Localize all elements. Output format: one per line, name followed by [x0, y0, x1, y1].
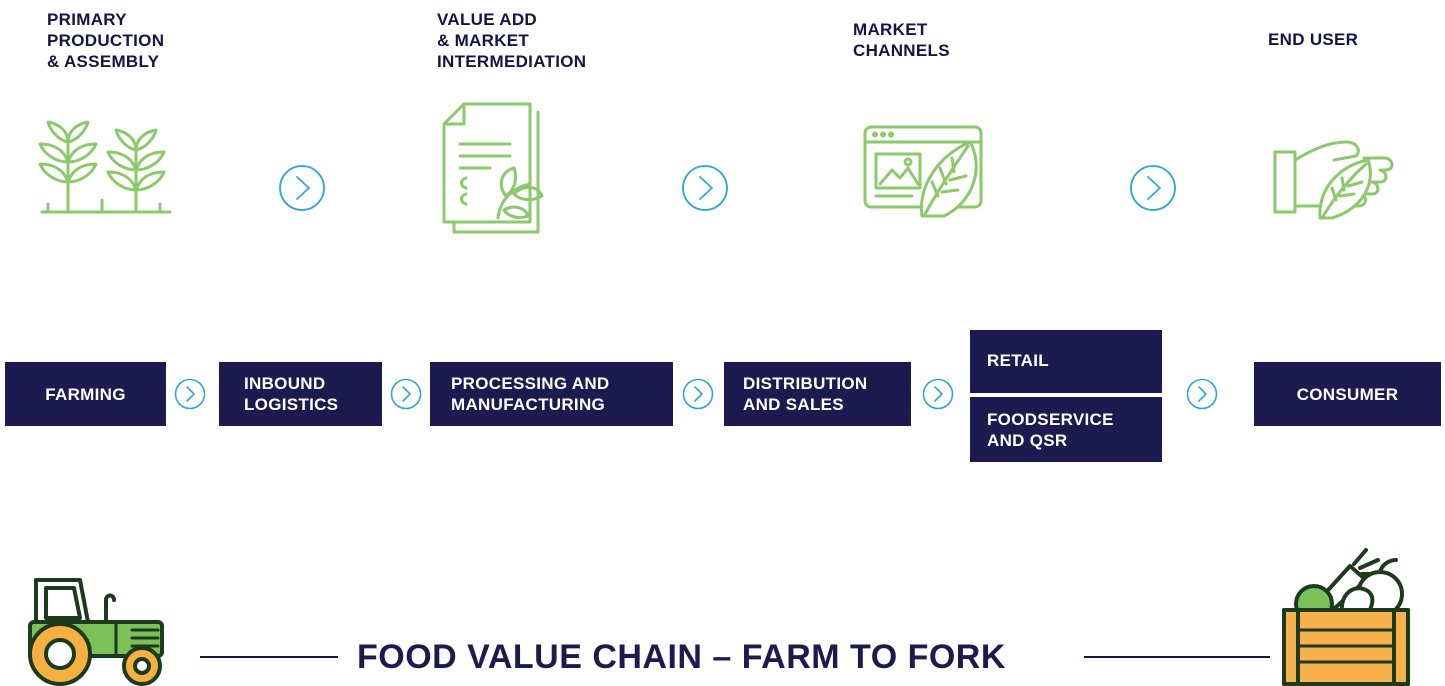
chevron-right-icon — [922, 378, 954, 410]
browser-leaf-icon — [862, 124, 998, 220]
chevron-right-icon — [278, 164, 326, 212]
chevron-right-icon — [681, 164, 729, 212]
footer-divider-left — [200, 656, 338, 658]
chain-box-farming: FARMING — [5, 362, 166, 426]
chain-label-retail: RETAIL — [987, 351, 1049, 370]
chevron-right-icon — [1129, 164, 1177, 212]
document-leaf-icon — [440, 100, 546, 234]
chain-box-retail: RETAIL — [970, 330, 1162, 393]
chain-label-inbound-logistics: INBOUND LOGISTICS — [244, 374, 339, 414]
hand-leaf-icon — [1272, 136, 1404, 222]
vegetable-crate-icon — [1270, 546, 1422, 686]
chain-box-inbound-logistics: INBOUND LOGISTICS — [219, 362, 382, 426]
chain-label-processing: PROCESSING AND MANUFACTURING — [451, 374, 610, 414]
chain-box-consumer: CONSUMER — [1254, 362, 1441, 426]
chain-label-farming: FARMING — [45, 384, 126, 404]
chain-box-processing: PROCESSING AND MANUFACTURING — [430, 362, 673, 426]
chain-box-foodservice: FOODSERVICE AND QSR — [970, 397, 1162, 462]
chevron-right-icon — [174, 378, 206, 410]
chain-label-distribution: DISTRIBUTION AND SALES — [743, 374, 868, 414]
chevron-right-icon — [682, 378, 714, 410]
chain-label-foodservice: FOODSERVICE AND QSR — [987, 409, 1114, 450]
footer-title: FOOD VALUE CHAIN – FARM TO FORK — [357, 638, 1006, 676]
stage-title-value-add: VALUE ADD & MARKET INTERMEDIATION — [437, 10, 587, 71]
footer-divider-right — [1084, 656, 1270, 658]
stage-title-end-user: END USER — [1268, 30, 1359, 49]
chain-label-consumer: CONSUMER — [1296, 384, 1399, 404]
chevron-right-icon — [390, 378, 422, 410]
plants-icon — [36, 120, 174, 216]
tractor-icon — [20, 574, 170, 686]
stage-title-market-channels: MARKET CHANNELS — [853, 20, 950, 60]
stage-title-primary-production: PRIMARY PRODUCTION & ASSEMBLY — [47, 10, 165, 71]
chevron-right-icon — [1186, 378, 1218, 410]
chain-box-distribution: DISTRIBUTION AND SALES — [724, 362, 911, 426]
